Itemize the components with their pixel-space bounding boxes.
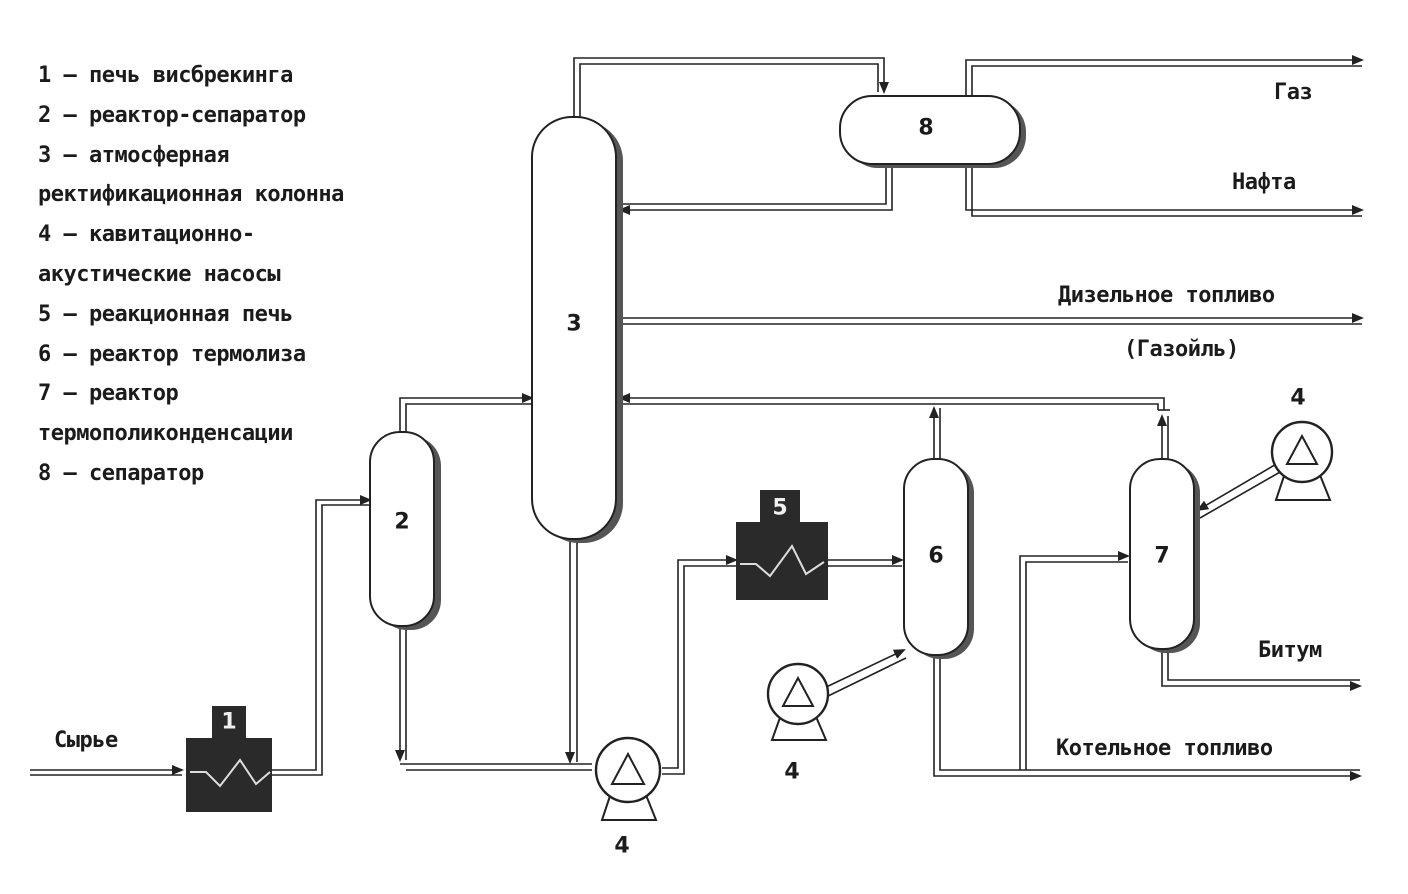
- legend-item: 3 – атмосферная: [38, 142, 230, 168]
- unit-4-number: 4: [784, 759, 800, 785]
- legend-item: 5 – реакционная печь: [38, 301, 293, 327]
- visbreaking-furnace: [186, 706, 272, 812]
- legend-item: 7 – реактор: [38, 381, 179, 407]
- diesel-alt-label: (Газойль): [1124, 337, 1239, 362]
- reaction-furnace: [736, 490, 828, 600]
- unit-4-number: 4: [614, 833, 630, 859]
- legend-item: 1 – печь висбрекинга: [38, 63, 293, 88]
- legend-item: 8 – сепаратор: [38, 460, 204, 486]
- unit-1-number: 1: [221, 709, 237, 735]
- feed-label: Сырье: [54, 728, 118, 753]
- line-1-to-2: [272, 495, 372, 771]
- gas-line: [965, 55, 1364, 98]
- diesel-label: Дизельное топливо: [1058, 283, 1275, 308]
- line-pump-to-5: [662, 555, 738, 769]
- reflux-line: [618, 165, 893, 215]
- bitumen-label: Битум: [1258, 638, 1322, 663]
- naphtha-label: Нафта: [1232, 170, 1296, 195]
- line-3-to-8: [573, 57, 889, 122]
- legend-item: 2 – реактор-сепаратор: [38, 102, 306, 128]
- naphtha-line: [965, 165, 1364, 215]
- boiler-fuel-label: Котельное топливо: [1056, 736, 1273, 761]
- unit-4-number: 4: [1290, 385, 1306, 411]
- line-2-to-3: [399, 393, 534, 432]
- reactor-thermopolycondensation: [1129, 458, 1200, 653]
- separator: [839, 95, 1026, 168]
- return-line: [618, 393, 1165, 410]
- legend: 1 – печь висбрекинга 2 – реактор-сепарат…: [38, 56, 344, 494]
- boiler-fuel-line: [933, 655, 1362, 781]
- unit-3-number: 3: [566, 311, 582, 337]
- unit-8-number: 8: [918, 115, 934, 141]
- pump-lower: [766, 662, 830, 741]
- unit-2-number: 2: [394, 509, 410, 535]
- legend-item: акустические насосы: [38, 261, 281, 287]
- gas-label: Газ: [1274, 80, 1313, 105]
- line-6-to-7: [1019, 551, 1130, 770]
- rectification-column: [531, 116, 623, 543]
- pump-main: [594, 736, 662, 821]
- unit-5-number: 5: [772, 495, 788, 521]
- unit-7-number: 7: [1154, 543, 1170, 569]
- reactor-thermolysis: [903, 458, 974, 659]
- line-pump-to-6: [819, 649, 906, 691]
- pump-right: [1270, 420, 1334, 501]
- legend-item: 6 – реактор термолиза: [38, 341, 306, 367]
- reactor-separator: [369, 431, 441, 630]
- legend-item: ректификационная колонна: [38, 182, 344, 208]
- bitumen-line: [1161, 650, 1362, 691]
- unit-6-number: 6: [928, 543, 944, 569]
- legend-item: 4 – кавитационно-: [38, 222, 255, 248]
- legend-item: термополиконденсации: [38, 421, 293, 447]
